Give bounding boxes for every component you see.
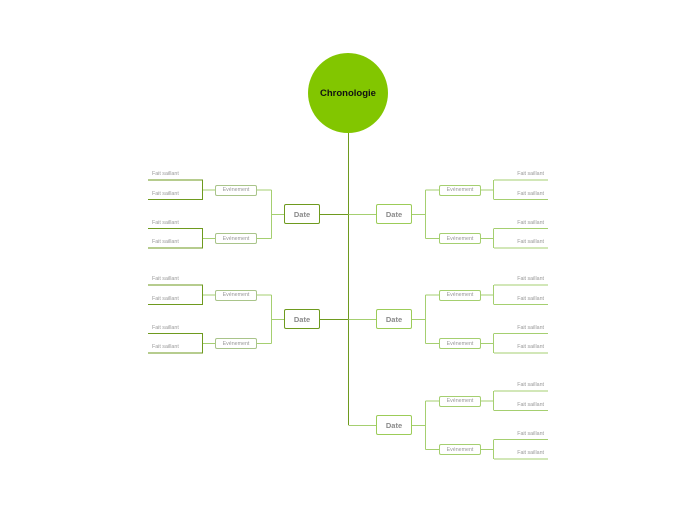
right-fact-item-2-2-1[interactable]: Fait saillant: [517, 324, 544, 331]
left-fact-item-1-1-1[interactable]: Fait saillant: [152, 171, 179, 177]
left-fact-item-1-2-2[interactable]: Fait saillant: [152, 239, 179, 245]
right-fact-item-3-1-2[interactable]: Fait saillant: [517, 401, 544, 408]
left-fact-item-1-2-1[interactable]: Fait saillant: [152, 219, 179, 226]
left-event-node-1-1[interactable]: Evénement: [215, 184, 257, 196]
right-date-node-1[interactable]: Date: [376, 204, 412, 224]
left-fact-item-2-2-2[interactable]: Fait saillant: [152, 344, 179, 350]
left-fact-item-2-1-2[interactable]: Fait saillant: [152, 295, 179, 302]
right-event-node-3-1[interactable]: Evénement: [439, 395, 481, 407]
left-date-node-1[interactable]: Date: [284, 204, 320, 224]
right-date-node-2[interactable]: Date: [376, 309, 412, 329]
right-fact-item-3-2-1[interactable]: Fait saillant: [517, 430, 544, 437]
right-fact-item-2-2-2[interactable]: Fait saillant: [517, 344, 544, 350]
right-event-node-2-2[interactable]: Evénement: [439, 338, 481, 349]
left-event-node-2-2[interactable]: Evénement: [215, 338, 257, 349]
left-fact-item-2-2-1[interactable]: Fait saillant: [152, 324, 179, 331]
root-topic-chronologie[interactable]: Chronologie: [308, 53, 388, 133]
right-event-node-2-1[interactable]: Evénement: [439, 289, 481, 301]
right-fact-item-1-2-1[interactable]: Fait saillant: [517, 219, 544, 226]
right-date-node-3[interactable]: Date: [376, 415, 412, 435]
right-fact-item-2-1-2[interactable]: Fait saillant: [517, 295, 544, 302]
right-fact-item-1-1-1[interactable]: Fait saillant: [517, 171, 544, 177]
left-fact-item-1-1-2[interactable]: Fait saillant: [152, 190, 179, 197]
left-event-node-1-2[interactable]: Evénement: [215, 233, 257, 244]
left-event-node-2-1[interactable]: Evénement: [215, 289, 257, 301]
right-event-node-1-2[interactable]: Evénement: [439, 233, 481, 244]
left-fact-item-2-1-1[interactable]: Fait saillant: [152, 276, 179, 282]
right-fact-item-1-2-2[interactable]: Fait saillant: [517, 239, 544, 245]
right-fact-item-1-1-2[interactable]: Fait saillant: [517, 190, 544, 197]
left-date-node-2[interactable]: Date: [284, 309, 320, 329]
right-fact-item-3-1-1[interactable]: Fait saillant: [517, 382, 544, 388]
right-event-node-1-1[interactable]: Evénement: [439, 184, 481, 196]
right-fact-item-2-1-1[interactable]: Fait saillant: [517, 276, 544, 282]
right-fact-item-3-2-2[interactable]: Fait saillant: [517, 450, 544, 456]
right-event-node-3-2[interactable]: Evénement: [439, 444, 481, 455]
